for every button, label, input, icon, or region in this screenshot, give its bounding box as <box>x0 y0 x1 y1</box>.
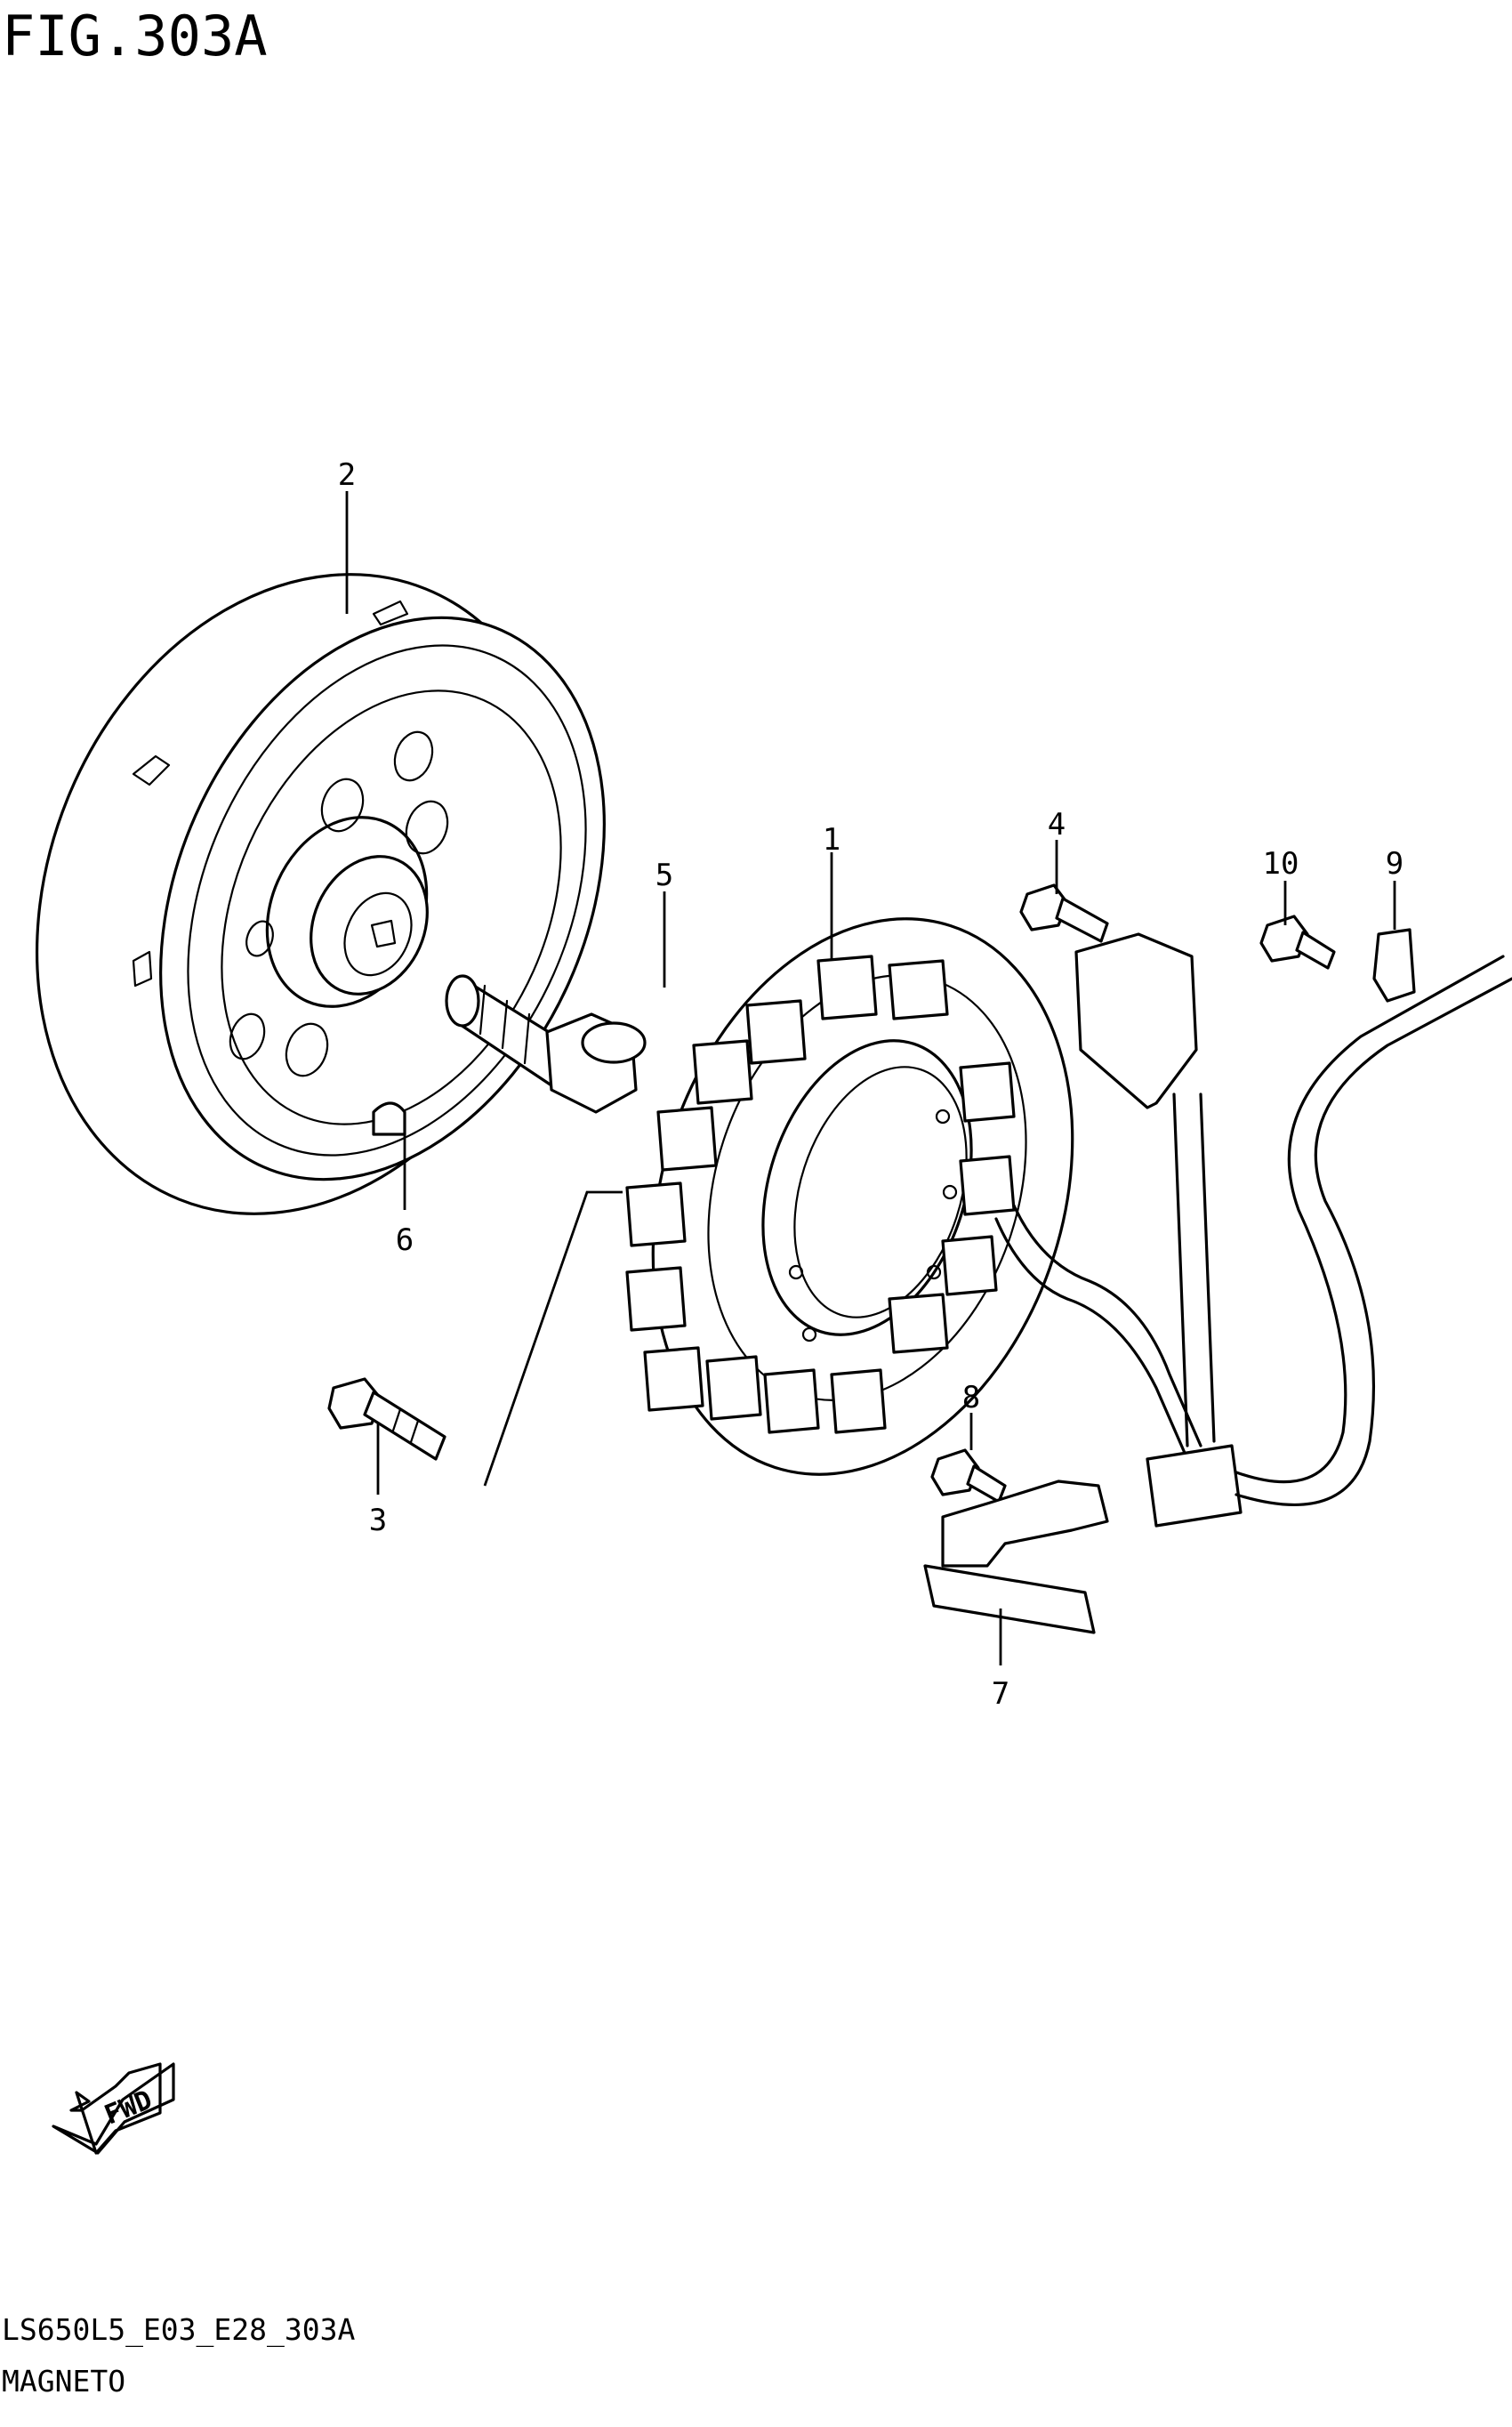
callout-4: 4 <box>1048 807 1066 843</box>
callout-5: 5 <box>655 858 673 893</box>
figure-code: LS650L5_E03_E28_303A <box>2 2312 355 2348</box>
stator-bolt <box>327 1377 446 1461</box>
plate-screw <box>1259 915 1336 970</box>
leader-lines <box>345 491 1396 1665</box>
woodruff-key <box>372 1101 406 1136</box>
wire-harness <box>994 955 1512 1528</box>
callout-9: 9 <box>1386 846 1403 882</box>
callout-1: 1 <box>823 822 840 858</box>
wire-clamp <box>923 1480 1109 1634</box>
clamp-bolt <box>930 1448 1007 1504</box>
stator-coil <box>625 917 1074 1476</box>
callout-8: 8 <box>962 1380 980 1415</box>
rotor-bolt <box>445 974 647 1114</box>
callout-10: 10 <box>1263 846 1299 882</box>
clamp-screw <box>1019 883 1109 943</box>
callout-3: 3 <box>369 1503 387 1538</box>
wire-grommet <box>1074 932 1198 1109</box>
callout-7: 7 <box>992 1676 1009 1712</box>
figure-title: FIG.303A <box>2 4 268 69</box>
callout-2: 2 <box>338 457 356 493</box>
figure-name: MAGNETO <box>2 2364 125 2399</box>
fwd-arrow-icon: FWD <box>52 2062 175 2155</box>
wire-clamp-plate <box>1372 928 1416 1003</box>
callout-6: 6 <box>396 1222 414 1258</box>
flywheel-rotor <box>36 573 606 1215</box>
